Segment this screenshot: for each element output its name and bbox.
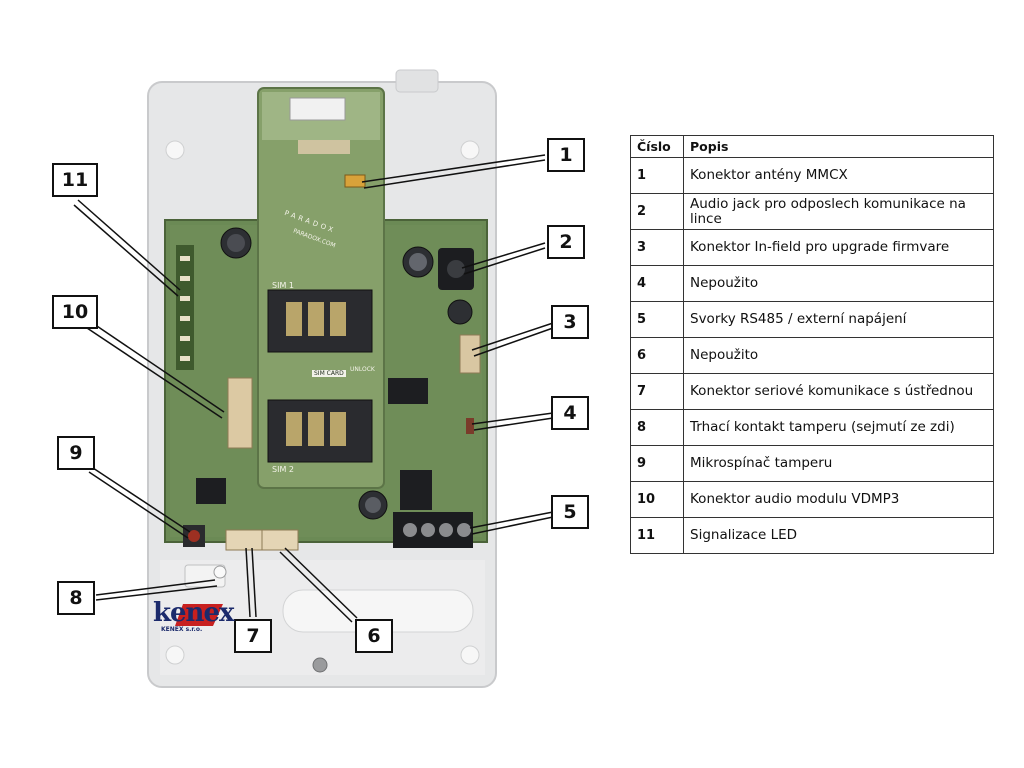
row-description: Trhací kontakt tamperu (sejmutí ze zdi) bbox=[683, 409, 994, 446]
row-number: 11 bbox=[630, 517, 684, 554]
mount-hole-tr bbox=[460, 140, 480, 160]
header-number: Číslo bbox=[630, 135, 684, 158]
serial-connector bbox=[225, 529, 263, 551]
header-description: Popis bbox=[683, 135, 994, 158]
row-description: Konektor seriové komunikace s ústřednou bbox=[683, 373, 994, 410]
unused-connector bbox=[261, 529, 299, 551]
row-number: 1 bbox=[630, 157, 684, 194]
callout-3: 3 bbox=[551, 305, 589, 339]
row-number: 8 bbox=[630, 409, 684, 446]
leader-lines bbox=[73, 154, 554, 623]
row-number: 9 bbox=[630, 445, 684, 482]
row-number: 2 bbox=[630, 193, 684, 230]
legend-header-row: Číslo Popis bbox=[630, 135, 994, 158]
sim1-label: SIM 1 bbox=[272, 281, 294, 290]
row-number: 5 bbox=[630, 301, 684, 338]
sim2-label: SIM 2 bbox=[272, 465, 294, 474]
led-indicators bbox=[176, 245, 194, 370]
callout-8: 8 bbox=[57, 581, 95, 615]
callout-9: 9 bbox=[57, 436, 95, 470]
row-description: Audio jack pro odposlech komunikace na l… bbox=[683, 193, 994, 230]
callout-2: 2 bbox=[547, 225, 585, 259]
mounting-screw bbox=[312, 657, 328, 673]
row-description: Konektor In-field pro upgrade firmvare bbox=[683, 229, 994, 266]
logo-subtext: KENEX s.r.o. bbox=[161, 626, 203, 633]
logo-red-mark bbox=[175, 604, 223, 626]
callout-10: 10 bbox=[52, 295, 98, 329]
mount-hole-tl bbox=[165, 140, 185, 160]
row-number: 10 bbox=[630, 481, 684, 518]
infield-connector bbox=[459, 334, 481, 374]
row-description: Mikrospínač tamperu bbox=[683, 445, 994, 482]
callout-4: 4 bbox=[551, 396, 589, 430]
callout-6: 6 bbox=[355, 619, 393, 653]
callout-11: 11 bbox=[52, 163, 98, 197]
callout-5: 5 bbox=[551, 495, 589, 529]
row-description: Signalizace LED bbox=[683, 517, 994, 554]
row-number: 4 bbox=[630, 265, 684, 302]
callout-7: 7 bbox=[234, 619, 272, 653]
row-description: Konektor audio modulu VDMP3 bbox=[683, 481, 994, 518]
unlock-label: UNLOCK bbox=[350, 366, 375, 373]
audio-module-connector bbox=[227, 377, 253, 449]
kenex-logo: kenex KENEX s.r.o. bbox=[153, 598, 253, 638]
row-number: 3 bbox=[630, 229, 684, 266]
row-description: Nepoužito bbox=[683, 337, 994, 374]
mount-hole-br bbox=[460, 645, 480, 665]
enclosure-tab bbox=[395, 69, 439, 93]
tamper-microswitch bbox=[188, 530, 200, 542]
unused-component bbox=[466, 418, 474, 434]
antenna-connector bbox=[344, 174, 366, 188]
gprs-module bbox=[257, 87, 385, 489]
row-description: Konektor antény MMCX bbox=[683, 157, 994, 194]
row-description: Nepoužito bbox=[683, 265, 994, 302]
sim-card-label: SIM CARD bbox=[312, 370, 346, 377]
row-number: 7 bbox=[630, 373, 684, 410]
row-number: 6 bbox=[630, 337, 684, 374]
callout-1: 1 bbox=[547, 138, 585, 172]
mount-hole-bl bbox=[165, 645, 185, 665]
row-description: Svorky RS485 / externí napájení bbox=[683, 301, 994, 338]
logo-text: kenex bbox=[153, 598, 235, 628]
